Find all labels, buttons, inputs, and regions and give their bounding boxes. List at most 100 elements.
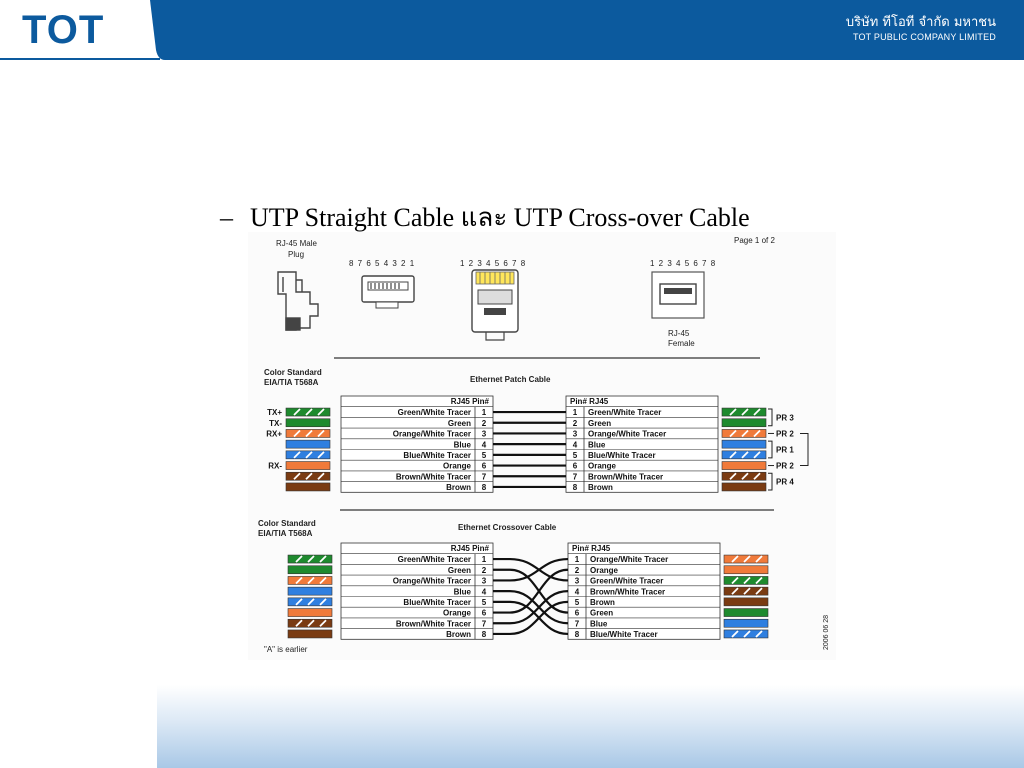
- pin-number: 5: [573, 451, 578, 460]
- crossover-left-color-swatch: [287, 565, 333, 575]
- wire-label: Orange/White Tracer: [393, 577, 471, 586]
- pin-number: 1: [482, 555, 487, 564]
- wire-label: Orange/White Tracer: [393, 430, 471, 439]
- patch-left-color-swatch: [285, 482, 331, 492]
- patch-right-color-swatch: [721, 450, 767, 460]
- wire-label: Blue/White Tracer: [590, 630, 658, 639]
- pin-number: 1: [575, 555, 580, 564]
- pair-bracket: [768, 408, 773, 427]
- company-name-english: TOT PUBLIC COMPANY LIMITED: [852, 32, 996, 42]
- pin-number: 1: [482, 408, 487, 417]
- crossover-standard-line1: Color Standard: [258, 519, 316, 528]
- plug-label-line2: Plug: [288, 250, 304, 259]
- right-table-header: Pin# RJ45: [572, 544, 611, 553]
- pin-number: 7: [482, 619, 487, 628]
- pin-number: 5: [482, 598, 487, 607]
- pin-number: 4: [575, 587, 580, 596]
- crossover-right-color-swatch: [723, 597, 769, 607]
- signal-label: TX-: [269, 419, 282, 428]
- wire-label: Orange: [590, 566, 619, 575]
- page-label: Page 1 of 2: [734, 236, 775, 245]
- wire-label: Blue: [454, 440, 472, 449]
- crossover-left-color-swatch: [287, 618, 333, 628]
- slide-title-text: UTP Straight Cable และ UTP Cross-over Ca…: [250, 203, 750, 232]
- tot-logo: TOT: [22, 8, 105, 52]
- crossover-cable-title: Ethernet Crossover Cable: [458, 523, 557, 532]
- patch-cable-title: Ethernet Patch Cable: [470, 375, 551, 384]
- crossover-right-color-swatch: [723, 576, 769, 585]
- pin-number: 2: [575, 566, 580, 575]
- crossover-right-color-swatch: [723, 629, 769, 639]
- pin-number: 7: [575, 619, 580, 628]
- rj45-plug-side-drawing: [277, 271, 319, 331]
- wire-label: Blue: [588, 440, 606, 449]
- crossover-right-color-swatch: [723, 608, 769, 617]
- pair2-link-bracket: [800, 432, 809, 467]
- pin-number: 1: [573, 408, 578, 417]
- wire-label: Blue/White Tracer: [588, 451, 656, 460]
- wire-label: Orange/White Tracer: [590, 555, 668, 564]
- crossover-right-color-swatch: [723, 618, 769, 628]
- crossover-wire: [493, 590, 569, 625]
- wire-label: Brown: [590, 598, 615, 607]
- crossover-standard-line2: EIA/TIA T568A: [258, 529, 313, 538]
- wire-label: Orange/White Tracer: [588, 430, 666, 439]
- crossover-wire: [493, 590, 569, 625]
- patch-right-color-swatch: [721, 429, 767, 438]
- header-bar: TOT บริษัท ทีโอที จำกัด มหาชน TOT PUBLIC…: [0, 0, 1024, 60]
- crossover-wire: [493, 568, 569, 614]
- patch-left-color-swatch: [285, 429, 331, 438]
- date-stamp: 2006 06 28: [823, 615, 830, 650]
- crossover-wire: [493, 600, 569, 636]
- wire-label: Green/White Tracer: [590, 577, 663, 586]
- crossover-left-color-swatch: [287, 586, 333, 596]
- wire-label: Green: [588, 419, 611, 428]
- wire-label: Green: [590, 609, 613, 618]
- patch-standard-line2: EIA/TIA T568A: [264, 378, 319, 387]
- patch-right-color-swatch: [721, 418, 767, 428]
- pin-number: 4: [573, 440, 578, 449]
- pin-number: 6: [573, 462, 578, 471]
- wiring-diagram-canvas: RJ-45 Male Plug 8 7 6 5 4 3 2 1 1 2 3 4 …: [258, 236, 830, 654]
- patch-right-color-swatch: [721, 471, 767, 481]
- rj45-plug-bottom-drawing: [361, 275, 415, 309]
- pin-number: 4: [482, 440, 487, 449]
- pair-label: PR 2: [776, 429, 794, 438]
- plug-label-line1: RJ-45 Male: [276, 239, 317, 248]
- pin-number: 4: [482, 587, 487, 596]
- pin-number: 5: [482, 451, 487, 460]
- signal-label: RX+: [266, 429, 282, 438]
- wire-label: Brown/White Tracer: [396, 619, 471, 628]
- wire-label: Brown/White Tracer: [590, 587, 665, 596]
- company-name-thai: บริษัท ทีโอที จำกัด มหาชน: [845, 15, 996, 30]
- pin-number: 2: [482, 419, 487, 428]
- wire-label: Green/White Tracer: [588, 408, 661, 417]
- left-table-header: RJ45 Pin#: [451, 544, 490, 553]
- pin-number: 3: [482, 577, 487, 586]
- patch-right-color-swatch: [721, 461, 767, 470]
- wire-label: Blue/White Tracer: [403, 451, 471, 460]
- left-table-header: RJ45 Pin#: [451, 397, 490, 406]
- patch-right-color-swatch: [721, 482, 767, 492]
- plug-pins-descending: 8 7 6 5 4 3 2 1: [349, 259, 415, 268]
- wire-label: Brown/White Tracer: [588, 472, 663, 481]
- patch-left-color-swatch: [285, 461, 331, 470]
- wire-label: Blue: [454, 587, 472, 596]
- pair-label: PR 3: [776, 413, 794, 422]
- patch-right-color-swatch: [721, 407, 767, 417]
- wire-label: Green/White Tracer: [398, 555, 471, 564]
- wire-label: Brown: [446, 630, 471, 639]
- bullet-dash: –: [220, 203, 233, 232]
- wire-label: Brown/White Tracer: [396, 472, 471, 481]
- wire-label: Green/White Tracer: [398, 408, 471, 417]
- female-label-line2: Female: [668, 339, 695, 348]
- crossover-wire: [493, 600, 569, 636]
- footer-gradient: [157, 685, 1024, 768]
- rj45-wiring-diagram: RJ-45 Male Plug 8 7 6 5 4 3 2 1 1 2 3 4 …: [248, 232, 836, 660]
- pin-number: 6: [482, 609, 487, 618]
- patch-left-color-swatch: [285, 418, 331, 428]
